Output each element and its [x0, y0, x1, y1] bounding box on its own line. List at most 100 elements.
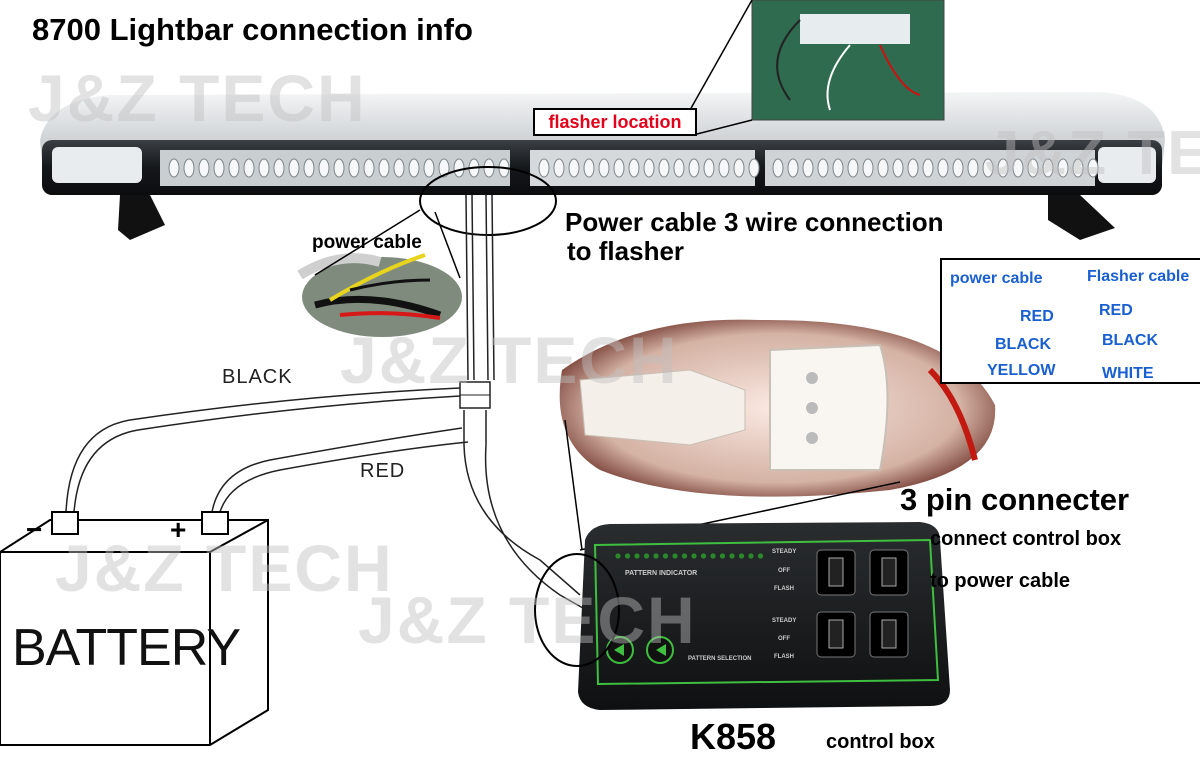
panel-off-1: OFF	[778, 568, 790, 574]
led	[568, 158, 580, 178]
pattern-led	[662, 553, 669, 559]
pattern-led	[624, 553, 631, 559]
led	[288, 158, 300, 178]
led	[258, 158, 270, 178]
control-box: PATTERN INDICATOR PATTERN SELECTION STEA…	[578, 522, 950, 710]
wiring-row-3-left: YELLOW	[987, 362, 1056, 379]
panel-steady-2: STEADY	[772, 618, 796, 624]
wiring-row-1-right: RED	[1099, 302, 1133, 319]
watermark-4: J&Z TECH	[55, 531, 394, 605]
battery-label: BATTERY	[12, 619, 241, 677]
led	[1072, 158, 1084, 178]
led	[453, 158, 465, 178]
power-cable-photo	[297, 253, 462, 337]
led	[688, 158, 700, 178]
led-row	[168, 158, 1099, 178]
panel-flash-1: FLASH	[774, 586, 794, 592]
power-cable-label: power cable	[312, 232, 422, 253]
led	[982, 158, 994, 178]
pattern-led	[710, 553, 716, 559]
led	[438, 158, 450, 178]
led	[628, 158, 640, 178]
wiring-row-2-left: BLACK	[995, 336, 1051, 353]
led	[363, 158, 375, 178]
flasher-photo	[751, 0, 945, 121]
watermark-2: J&Z TECH	[985, 119, 1200, 188]
led	[1042, 158, 1054, 178]
led	[198, 158, 210, 178]
led	[348, 158, 360, 178]
battery-minus-label: −	[26, 514, 43, 545]
led	[748, 158, 760, 178]
panel-pattern-indicator: PATTERN INDICATOR	[625, 570, 697, 577]
led	[832, 158, 844, 178]
led	[733, 158, 745, 178]
led	[1027, 158, 1039, 178]
pattern-led	[681, 553, 688, 559]
led	[772, 158, 784, 178]
page-title: 8700 Lightbar connection info	[32, 12, 473, 47]
pattern-led	[653, 553, 659, 559]
pattern-led	[634, 553, 640, 559]
pattern-led	[615, 553, 621, 559]
led	[952, 158, 964, 178]
switch-rocker-1	[816, 549, 856, 596]
led	[318, 158, 330, 178]
led	[847, 158, 859, 178]
led	[907, 158, 919, 178]
panel-pattern-selection: PATTERN SELECTION	[688, 656, 751, 662]
led	[967, 158, 979, 178]
watermark-1: J&Z TECH	[28, 61, 367, 135]
pattern-indicator-leds	[615, 553, 764, 559]
led	[613, 158, 625, 178]
wiring-row-3-right: WHITE	[1102, 365, 1154, 382]
flasher-location-label: flasher location	[533, 108, 697, 136]
led	[408, 158, 420, 178]
control-box-model: K858	[690, 716, 777, 757]
pattern-led	[691, 553, 697, 559]
wire-label-red: RED	[360, 460, 406, 482]
control-box-plug-circle	[534, 553, 620, 667]
led	[168, 158, 180, 178]
led	[303, 158, 315, 178]
led	[1057, 158, 1069, 178]
led	[787, 158, 799, 178]
led	[393, 158, 405, 178]
pattern-led	[643, 553, 650, 559]
battery	[0, 511, 269, 746]
led	[538, 158, 550, 178]
led	[658, 158, 670, 178]
wiring-table-header-left: power cable	[950, 270, 1043, 287]
led	[423, 158, 435, 178]
wiring-table: power cable Flasher cable RED RED BLACK …	[940, 258, 1200, 384]
wire-label-black: BLACK	[222, 366, 293, 388]
led	[817, 158, 829, 178]
pattern-led	[700, 553, 707, 559]
led	[877, 158, 889, 178]
control-box-label: control box	[826, 731, 935, 753]
led	[583, 158, 595, 178]
led	[862, 158, 874, 178]
led	[1012, 158, 1024, 178]
switch-rocker-2	[869, 549, 909, 596]
led	[273, 158, 285, 178]
wiring-row-1-left: RED	[1020, 308, 1054, 325]
pattern-led	[672, 553, 678, 559]
connector-line1: connect control box	[930, 528, 1122, 550]
led	[598, 158, 610, 178]
led	[243, 158, 255, 178]
connector-line2: to power cable	[930, 570, 1071, 592]
connector-title: 3 pin connecter	[900, 482, 1130, 517]
panel-off-2: OFF	[778, 636, 790, 642]
led	[802, 158, 814, 178]
main-cable	[459, 194, 591, 613]
panel-flash-2: FLASH	[774, 654, 794, 660]
led	[183, 158, 195, 178]
battery-wires	[65, 387, 469, 513]
led	[718, 158, 730, 178]
led	[553, 158, 565, 178]
led	[673, 158, 685, 178]
wiring-table-header-right: Flasher cable	[1087, 268, 1190, 285]
pattern-led	[719, 553, 726, 559]
